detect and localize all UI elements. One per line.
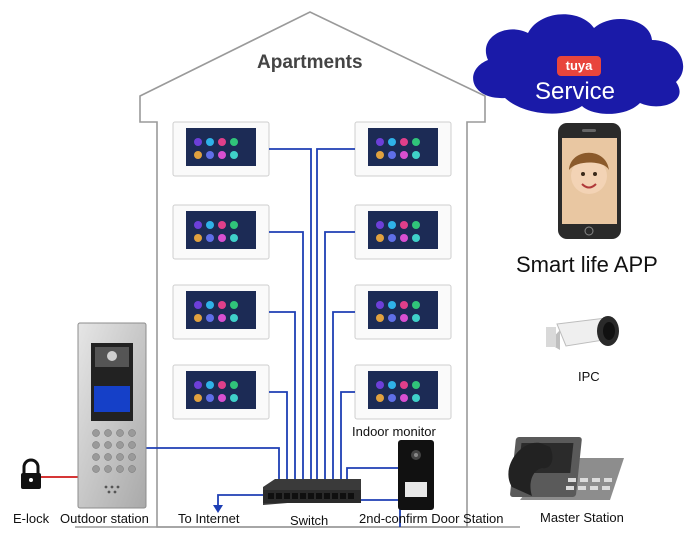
wire-door-station [346, 467, 400, 480]
indoor-monitor-left-3 [172, 284, 270, 340]
indoor-monitor-right-1 [354, 121, 452, 177]
wire-outdoor-station [145, 447, 280, 480]
wire-left-1 [269, 148, 312, 480]
indoor-monitors [172, 121, 452, 420]
indoor-monitor-right-3 [354, 284, 452, 340]
ipc-label: IPC [578, 369, 600, 384]
wire-left-3 [269, 311, 296, 480]
elock-label: E-lock [13, 511, 50, 526]
outdoor-station [77, 322, 147, 509]
service-label: Service [535, 78, 616, 105]
wire-right-1 [316, 148, 355, 480]
building-title: Apartments [257, 52, 363, 73]
tuya-logo: tuya [557, 56, 601, 76]
master-station-label: Master Station [540, 510, 624, 525]
door-station [398, 440, 434, 510]
camera-icon [546, 316, 619, 350]
wire-left-4 [269, 391, 288, 480]
indoor-monitor-label: Indoor monitor [352, 424, 436, 439]
wire-right-4 [340, 391, 355, 480]
switch-label: Switch [290, 513, 329, 528]
apartment-building-outline [139, 11, 486, 528]
indoor-monitor-right-4 [354, 364, 452, 420]
padlock-icon [21, 458, 41, 489]
wire-left-2 [269, 231, 304, 480]
wire-right-3 [332, 311, 355, 480]
door-station-label: 2nd-confirm Door Station [359, 511, 504, 526]
wire-right-2 [324, 231, 355, 480]
telephone-icon [508, 437, 624, 500]
outdoor-station-label: Outdoor station [60, 511, 149, 526]
network-switch-icon [263, 479, 361, 505]
smartphone-icon [558, 123, 621, 239]
indoor-monitor-left-4 [172, 364, 270, 420]
wire-internet [217, 494, 265, 507]
smart-life-app-label: Smart life APP [516, 252, 658, 277]
indoor-monitor-right-2 [354, 204, 452, 260]
internet-arrowhead [213, 505, 223, 513]
internet-label: To Internet [178, 511, 240, 526]
indoor-monitor-left-1 [172, 121, 270, 177]
indoor-monitor-left-2 [172, 204, 270, 260]
network-wiring [145, 148, 401, 527]
